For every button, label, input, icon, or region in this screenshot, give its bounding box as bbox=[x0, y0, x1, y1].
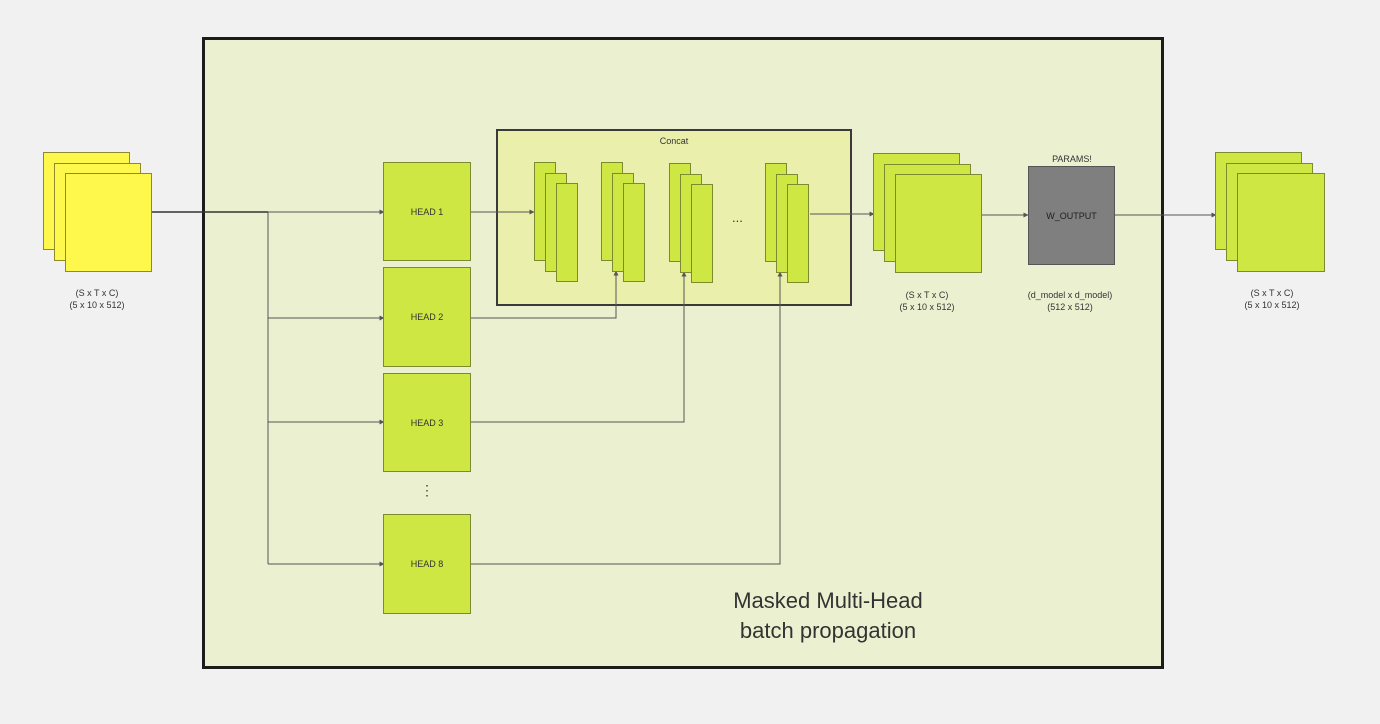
heads-ellipsis: ⋮ bbox=[420, 482, 434, 498]
diagram-title-line2: batch propagation bbox=[739, 618, 917, 643]
head-8-to-concat-wire bbox=[470, 271, 783, 565]
w-output-shape-symbolic: (d_model x d_model) bbox=[1027, 290, 1113, 300]
final-output-shape-numeric: (5 x 10 x 512) bbox=[1244, 300, 1300, 310]
input-tensor-sheet bbox=[65, 173, 152, 272]
concat-output-shape-symbolic: (S x T x C) bbox=[905, 290, 949, 300]
concat-slice bbox=[556, 183, 578, 282]
input-shape-label: (S x T x C) (5 x 10 x 512) bbox=[47, 287, 147, 311]
final-output-shape-label: (S x T x C) (5 x 10 x 512) bbox=[1222, 287, 1322, 311]
input-shape-numeric: (5 x 10 x 512) bbox=[69, 300, 125, 310]
head-3-label: HEAD 3 bbox=[410, 417, 444, 428]
head-8-label: HEAD 8 bbox=[410, 559, 444, 569]
head-1-box: HEAD 1 bbox=[383, 162, 471, 261]
w-output-shape-numeric: (512 x 512) bbox=[1047, 302, 1093, 312]
concat-output-shape-label: (S x T x C) (5 x 10 x 512) bbox=[877, 289, 977, 313]
diagram-title: Masked Multi-Head batch propagation bbox=[698, 586, 958, 646]
concat-output-sheet bbox=[895, 174, 982, 273]
head-1-label: HEAD 1 bbox=[410, 206, 444, 217]
w-output-box: W_OUTPUT bbox=[1028, 166, 1115, 265]
params-label: PARAMS! bbox=[1052, 154, 1092, 164]
head-3-to-concat-wire bbox=[470, 271, 687, 423]
w-output-label: W_OUTPUT bbox=[1046, 210, 1097, 221]
w-output-shape-label: (d_model x d_model) (512 x 512) bbox=[1010, 289, 1130, 313]
diagram-title-line1: Masked Multi-Head bbox=[733, 588, 923, 613]
concat-output-shape-numeric: (5 x 10 x 512) bbox=[899, 302, 955, 312]
head-3-box: HEAD 3 bbox=[383, 373, 471, 472]
concat-slice bbox=[623, 183, 645, 282]
head-2-to-concat-wire bbox=[470, 270, 619, 319]
head-2-label: HEAD 2 bbox=[410, 312, 444, 322]
final-output-shape-symbolic: (S x T x C) bbox=[1250, 288, 1294, 298]
head-2-box: HEAD 2 bbox=[383, 267, 471, 367]
concat-slice bbox=[691, 184, 713, 283]
concat-label: Concat bbox=[659, 136, 689, 146]
concat-slice bbox=[787, 184, 809, 283]
final-output-sheet bbox=[1237, 173, 1325, 272]
head-8-box: HEAD 8 bbox=[383, 514, 471, 614]
input-shape-symbolic: (S x T x C) bbox=[75, 288, 119, 298]
concat-ellipsis: ... bbox=[732, 210, 743, 225]
